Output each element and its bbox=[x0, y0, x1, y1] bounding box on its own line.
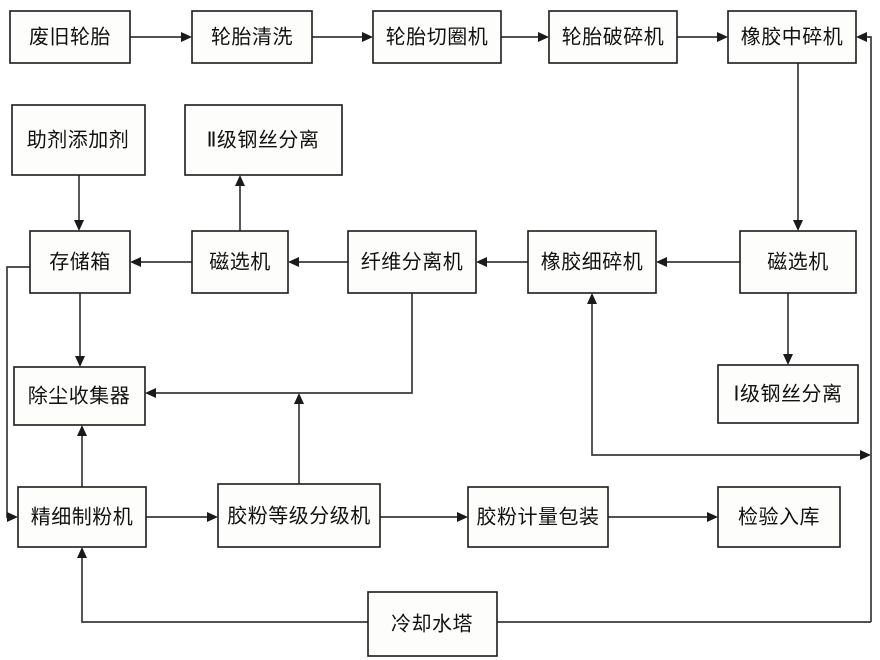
node-tire-ring-cutter[interactable]: 轮胎切圈机 bbox=[372, 10, 502, 64]
node-tire-shredder[interactable]: 轮胎破碎机 bbox=[548, 10, 678, 64]
edge-storage-to-dust bbox=[75, 293, 85, 367]
edge-magsep1-to-steelsep1 bbox=[783, 293, 793, 365]
node-fiber-separator[interactable]: 纤维分离机 bbox=[347, 230, 477, 294]
node-label-cooling-tower: 冷却水塔 bbox=[391, 612, 473, 636]
node-label-dust-collector: 除尘收集器 bbox=[28, 384, 131, 408]
node-storage-box[interactable]: 存储箱 bbox=[29, 230, 131, 294]
edge-midcrusher-to-magsep1 bbox=[793, 63, 803, 231]
edge-coolingtower-to-finemill bbox=[77, 547, 368, 623]
node-label-tire-wash: 轮胎清洗 bbox=[211, 25, 293, 49]
node-steel-sep-2[interactable]: Ⅱ级钢丝分离 bbox=[184, 104, 343, 176]
node-label-tire-shredder: 轮胎破碎机 bbox=[562, 25, 665, 49]
node-label-magnetic-sep-1: 磁选机 bbox=[767, 250, 829, 274]
edge-fibersep-to-dust bbox=[145, 293, 413, 398]
node-label-waste-tire: 废旧轮胎 bbox=[29, 25, 111, 49]
edge-fibersep-to-magsep2 bbox=[288, 257, 348, 267]
node-label-rubber-mid-crusher: 橡胶中碎机 bbox=[741, 25, 844, 49]
edge-ringcutter-to-shredder bbox=[501, 32, 549, 42]
node-label-magnetic-sep-2: 磁选机 bbox=[209, 250, 271, 274]
node-label-storage-box: 存储箱 bbox=[49, 250, 111, 274]
node-fine-mill[interactable]: 精细制粉机 bbox=[17, 486, 147, 548]
node-label-tire-ring-cutter: 轮胎切圈机 bbox=[386, 25, 489, 49]
node-waste-tire[interactable]: 废旧轮胎 bbox=[9, 10, 131, 64]
edge-waste-to-wash bbox=[130, 32, 192, 42]
edge-wash-to-ringcutter bbox=[312, 32, 373, 42]
edge-magsep2-to-steelsep2 bbox=[235, 175, 245, 231]
node-label-rubber-fine-crusher: 橡胶细碎机 bbox=[541, 250, 644, 274]
node-label-fiber-separator: 纤维分离机 bbox=[361, 250, 464, 274]
edge-finemill-to-dust bbox=[77, 425, 87, 487]
node-magnetic-sep-1[interactable]: 磁选机 bbox=[739, 230, 857, 294]
node-label-powder-packing: 胶粉计量包装 bbox=[477, 505, 600, 529]
node-dust-collector[interactable]: 除尘收集器 bbox=[13, 366, 146, 426]
edge-finemill-to-grader bbox=[146, 512, 218, 522]
node-tire-wash[interactable]: 轮胎清洗 bbox=[191, 10, 313, 64]
edge-shredder-to-midcrusher bbox=[677, 32, 728, 42]
node-additive[interactable]: 助剂添加剂 bbox=[11, 104, 146, 176]
edge-grader-to-dust-line bbox=[294, 393, 304, 484]
node-label-inspection-store: 检验入库 bbox=[738, 505, 820, 529]
edge-magsep1-to-finecrusher bbox=[656, 257, 740, 267]
edge-finecrusher-return-right bbox=[587, 293, 871, 460]
edge-magsep2-to-storage bbox=[130, 257, 192, 267]
node-cooling-tower[interactable]: 冷却水塔 bbox=[367, 591, 498, 657]
edges-layer bbox=[6, 32, 872, 623]
node-steel-sep-1[interactable]: Ⅰ级钢丝分离 bbox=[717, 364, 859, 424]
node-rubber-fine-crusher[interactable]: 橡胶细碎机 bbox=[527, 230, 657, 294]
edge-right-riser-to-midcrusher bbox=[856, 32, 872, 622]
node-label-powder-grader: 胶粉等级分级机 bbox=[227, 504, 371, 528]
node-label-fine-mill: 精细制粉机 bbox=[31, 505, 134, 529]
edge-grader-to-packing bbox=[380, 512, 468, 522]
node-powder-packing[interactable]: 胶粉计量包装 bbox=[467, 486, 609, 548]
node-inspection-store[interactable]: 检验入库 bbox=[717, 486, 841, 548]
edge-additive-to-storage bbox=[74, 175, 84, 231]
nodes-layer: 废旧轮胎 轮胎清洗 轮胎切圈机 轮胎破碎机 橡胶中碎机 助剂添加剂 bbox=[9, 10, 859, 657]
edge-storage-to-finemill bbox=[6, 266, 30, 522]
node-magnetic-sep-2[interactable]: 磁选机 bbox=[191, 230, 289, 294]
node-rubber-mid-crusher[interactable]: 橡胶中碎机 bbox=[727, 10, 857, 64]
node-label-additive: 助剂添加剂 bbox=[27, 128, 130, 152]
node-powder-grader[interactable]: 胶粉等级分级机 bbox=[217, 483, 381, 548]
node-label-steel-sep-1: Ⅰ级钢丝分离 bbox=[734, 382, 843, 406]
node-label-steel-sep-2: Ⅱ级钢丝分离 bbox=[207, 128, 320, 152]
edge-packing-to-inspection bbox=[608, 512, 718, 522]
edge-finecrusher-to-fibersep bbox=[476, 257, 528, 267]
